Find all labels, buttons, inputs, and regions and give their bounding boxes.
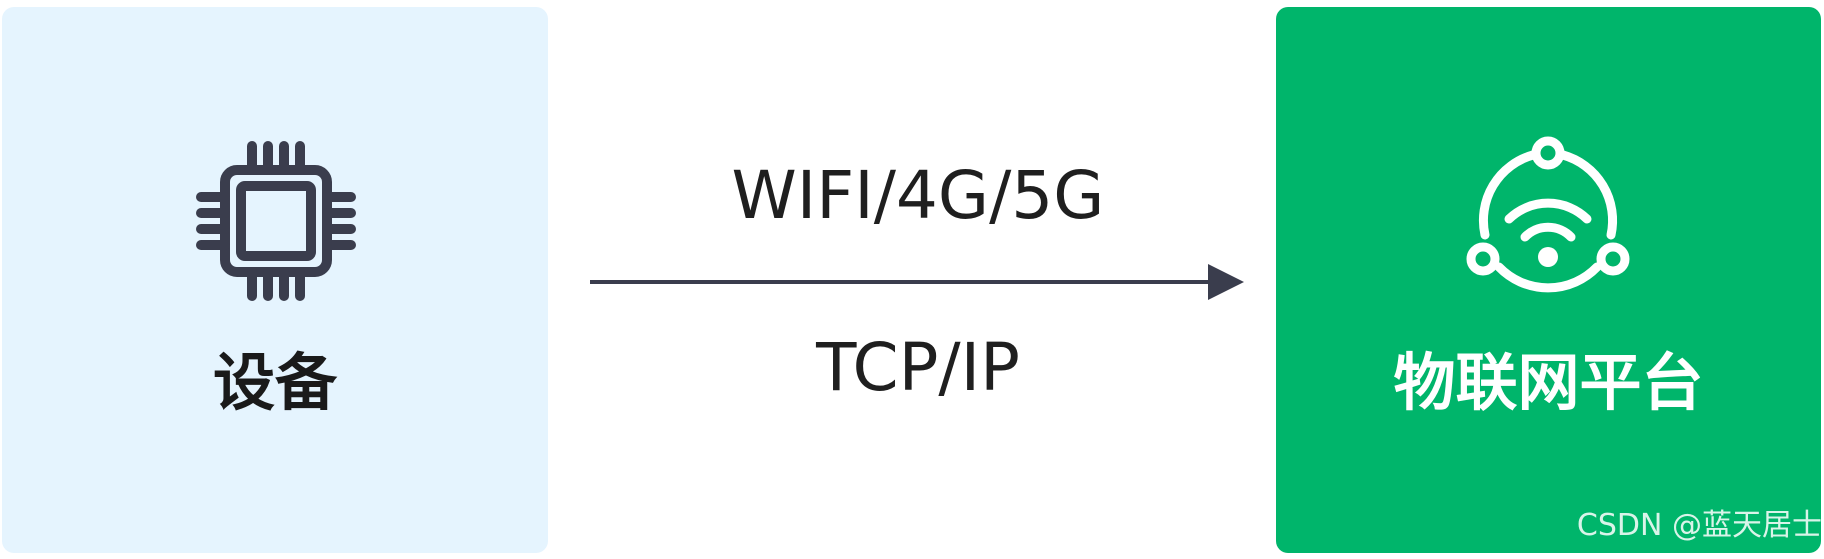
connection-protocol-label: TCP/IP: [816, 329, 1020, 406]
platform-label: 物联网平台: [1393, 346, 1704, 419]
connection-arrow: [590, 264, 1244, 300]
watermark: CSDN @蓝天居士: [1576, 508, 1822, 543]
device-label: 设备: [212, 346, 337, 419]
iot-network-icon: [1466, 136, 1630, 293]
platform-node: [1276, 7, 1821, 553]
connection-wireless-label: WIFI/4G/5G: [731, 157, 1105, 234]
chip-icon: [196, 141, 356, 301]
device-node: [2, 7, 548, 553]
